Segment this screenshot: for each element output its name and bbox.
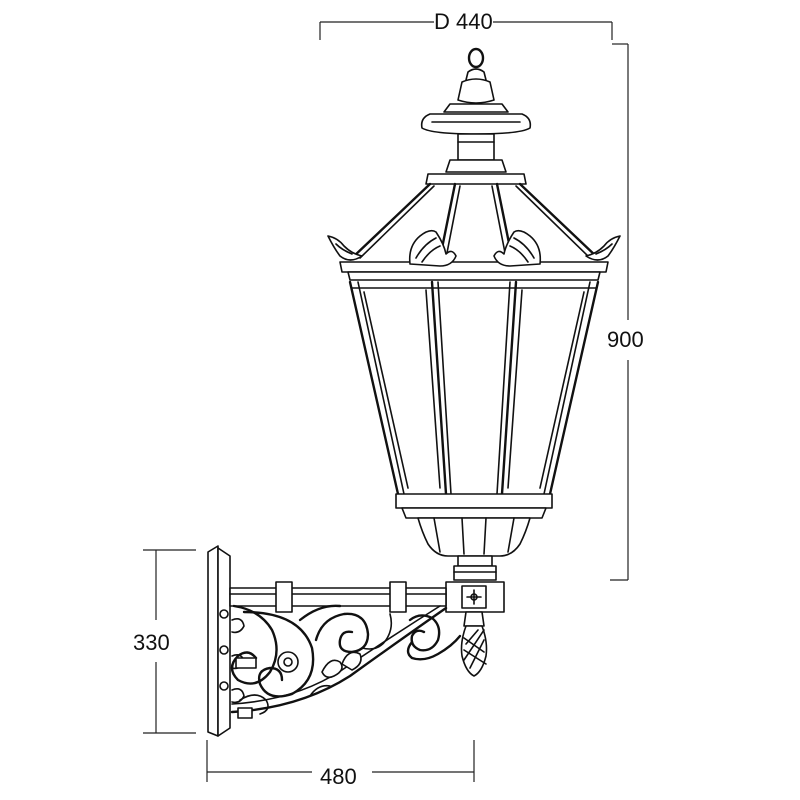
bracket-arm (229, 581, 462, 719)
dimension-height-label: 900 (607, 326, 644, 354)
pine-cone-finial (460, 611, 488, 677)
wall-mounting-plate (207, 545, 231, 737)
dimension-lines (143, 21, 629, 782)
roof-crest-ornaments (327, 229, 621, 267)
lantern-finial (443, 47, 509, 113)
lantern-cap (420, 113, 532, 185)
dimension-projection-label: 480 (320, 764, 357, 789)
lantern-base (395, 493, 553, 613)
lantern-roof (339, 182, 609, 281)
lantern-glass-body (348, 280, 600, 496)
dimension-bracket-height-label: 330 (133, 629, 170, 657)
dimension-top-width-label: D 440 (434, 9, 493, 34)
